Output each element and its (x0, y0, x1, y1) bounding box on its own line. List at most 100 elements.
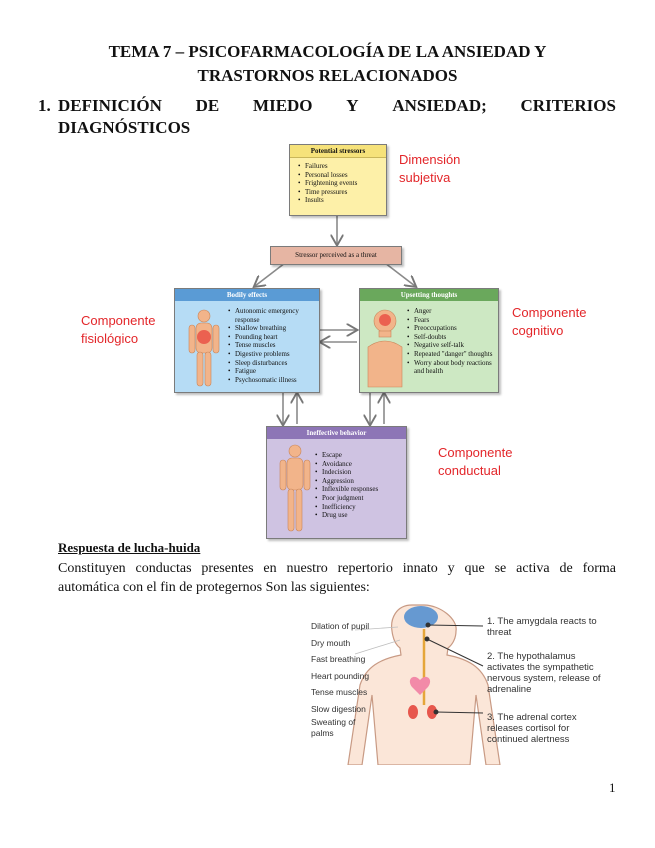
kidney-icon (427, 705, 437, 719)
section-word: Y (346, 96, 359, 115)
bodily-effects-list: Autonomic emergency response Shallow bre… (228, 307, 319, 384)
step-hypothalamus: 2. The hypothalamus activates the sympat… (487, 651, 601, 695)
list-item: Shallow breathing (228, 324, 319, 333)
list-item: Inefficiency (315, 503, 378, 512)
list-item: Sleep disturbances (228, 359, 319, 368)
section-heading-line-2: DIAGNÓSTICOS (58, 118, 191, 137)
step-amygdala: 1. The amygdala reacts to threat (487, 616, 597, 638)
section-word: CRITERIOS (520, 96, 616, 115)
step-line: threat (487, 627, 512, 638)
label-line: cognitivo (512, 323, 564, 338)
ineffective-behavior-header: Ineffective behavior (267, 427, 406, 439)
list-item: Self-doubts (407, 333, 498, 342)
list-item: Psychosomatic illness (228, 376, 319, 385)
step-line: continued alertness (487, 734, 570, 745)
ineffective-behavior-box: Ineffective behavior Escape Avoidance In… (266, 426, 407, 539)
brain-highlight (404, 606, 438, 628)
step-line: adrenaline (487, 684, 532, 695)
stressors-list: Failures Personal losses Frightening eve… (290, 158, 386, 205)
list-item: Personal losses (298, 171, 386, 180)
upsetting-thoughts-header: Upsetting thoughts (360, 289, 498, 301)
step-line: 3. The adrenal cortex (487, 712, 577, 723)
title-line-1: TEMA 7 – PSICOFARMACOLOGÍA DE LA ANSIEDA… (108, 42, 547, 61)
symptom-item: Sweating of (311, 717, 356, 727)
symptom-item: Fast breathing (311, 654, 366, 664)
head-figure-icon (367, 309, 403, 388)
list-item: Failures (298, 162, 386, 171)
arrow-perceived-to-upsetting (384, 262, 415, 286)
step-line: nervous system, release of (487, 673, 601, 684)
upsetting-thoughts-list: Anger Fears Preoccupations Self-doubts N… (407, 307, 498, 376)
fight-flight-paragraph-line-1: Constituyen conductas presentes en nuest… (58, 561, 616, 576)
symptom-item: Dilation of pupil (311, 621, 370, 631)
label-line: subjetiva (399, 170, 451, 185)
body-figure-icon (188, 309, 220, 387)
perceived-threat-box: Stressor perceived as a threat (270, 246, 402, 265)
step-line: activates the sympathetic (487, 662, 594, 673)
kidney-icon (408, 705, 418, 719)
fight-flight-figure (347, 604, 501, 765)
heart-icon (409, 676, 431, 695)
symptom-item: Heart pounding (311, 670, 370, 681)
list-item: Pounding heart (228, 333, 319, 342)
step-adrenal-cortex: 3. The adrenal cortex releases cortisol … (487, 712, 577, 745)
label-line: conductual (438, 463, 501, 478)
list-item: Aggression (315, 477, 378, 486)
list-item: Tense muscles (228, 341, 319, 350)
list-item: Fears (407, 316, 498, 325)
symptom-item: Slow digestion (311, 703, 366, 714)
title-line-2: TRASTORNOS RELACIONADOS (197, 66, 458, 85)
section-number: 1. (38, 96, 51, 115)
list-item: Poor judgment (315, 494, 378, 503)
section-word: DEFINICIÓN (58, 96, 162, 115)
list-item: Anger (407, 307, 498, 316)
label-line: Componente (438, 445, 513, 460)
list-item: Escape (315, 451, 378, 460)
list-item: Worry about body reactions and health (407, 359, 498, 376)
list-item: Inflexible responses (315, 485, 378, 494)
stressors-box: Potential stressors Failures Personal lo… (289, 144, 387, 216)
list-item: Indecision (315, 468, 378, 477)
step-line: 1. The amygdala reacts to (487, 616, 597, 627)
section-word: DE (195, 96, 220, 115)
fight-flight-paragraph-line-2: automática con el fin de protegernos Son… (58, 580, 370, 595)
list-item: Frightening events (298, 179, 386, 188)
ineffective-behavior-list: Escape Avoidance Indecision Aggression I… (315, 451, 378, 520)
symptom-item: palms (311, 728, 334, 738)
label-line: Componente (512, 305, 587, 320)
list-item: Repeated "danger" thoughts (407, 350, 498, 359)
list-item: Fatigue (228, 367, 319, 376)
section-word: MIEDO (253, 96, 313, 115)
symptom-item: Dry mouth (311, 637, 351, 648)
bodily-effects-header: Bodily effects (175, 289, 319, 301)
label-line: fisiológico (81, 331, 139, 346)
list-item: Drug use (315, 511, 378, 520)
label-behavioral-component: Componente conductual (438, 444, 512, 480)
label-line: Componente (81, 313, 156, 328)
upsetting-thoughts-box: Upsetting thoughts Anger Fears Preoccupa… (359, 288, 499, 393)
list-item: Avoidance (315, 460, 378, 469)
label-line: Dimensión (399, 152, 461, 167)
stressors-header: Potential stressors (290, 145, 386, 158)
label-physiological-component: Componente fisiológico (81, 312, 155, 348)
walking-figure-icon (279, 444, 311, 532)
list-item: Preoccupations (407, 324, 498, 333)
symptom-item: Tense muscles (311, 687, 368, 697)
section-heading-line-1: DEFINICIÓN DE MIEDO Y ANSIEDAD; CRITERIO… (58, 96, 616, 116)
list-item: Negative self-talk (407, 341, 498, 350)
fight-flight-heading: Respuesta de lucha-huida (58, 540, 201, 555)
list-item: Autonomic emergency response (228, 307, 319, 324)
section-word: ANSIEDAD; (392, 96, 487, 115)
step-line: releases cortisol for (487, 723, 570, 734)
label-cognitive-component: Componente cognitivo (512, 304, 586, 340)
label-subjective-dimension: Dimensión subjetiva (399, 151, 460, 187)
list-item: Digestive problems (228, 350, 319, 359)
document-title: TEMA 7 – PSICOFARMACOLOGÍA DE LA ANSIEDA… (0, 40, 655, 88)
page-number: 1 (609, 780, 616, 795)
symptoms-list: Dilation of pupil Dry mouth Fast breathi… (311, 618, 369, 739)
list-item: Time pressures (298, 188, 386, 197)
arrow-perceived-to-bodily (255, 262, 286, 286)
step-line: 2. The hypothalamus (487, 651, 576, 662)
bodily-effects-box: Bodily effects Autonomic emergency respo… (174, 288, 320, 393)
list-item: Insults (298, 196, 386, 205)
